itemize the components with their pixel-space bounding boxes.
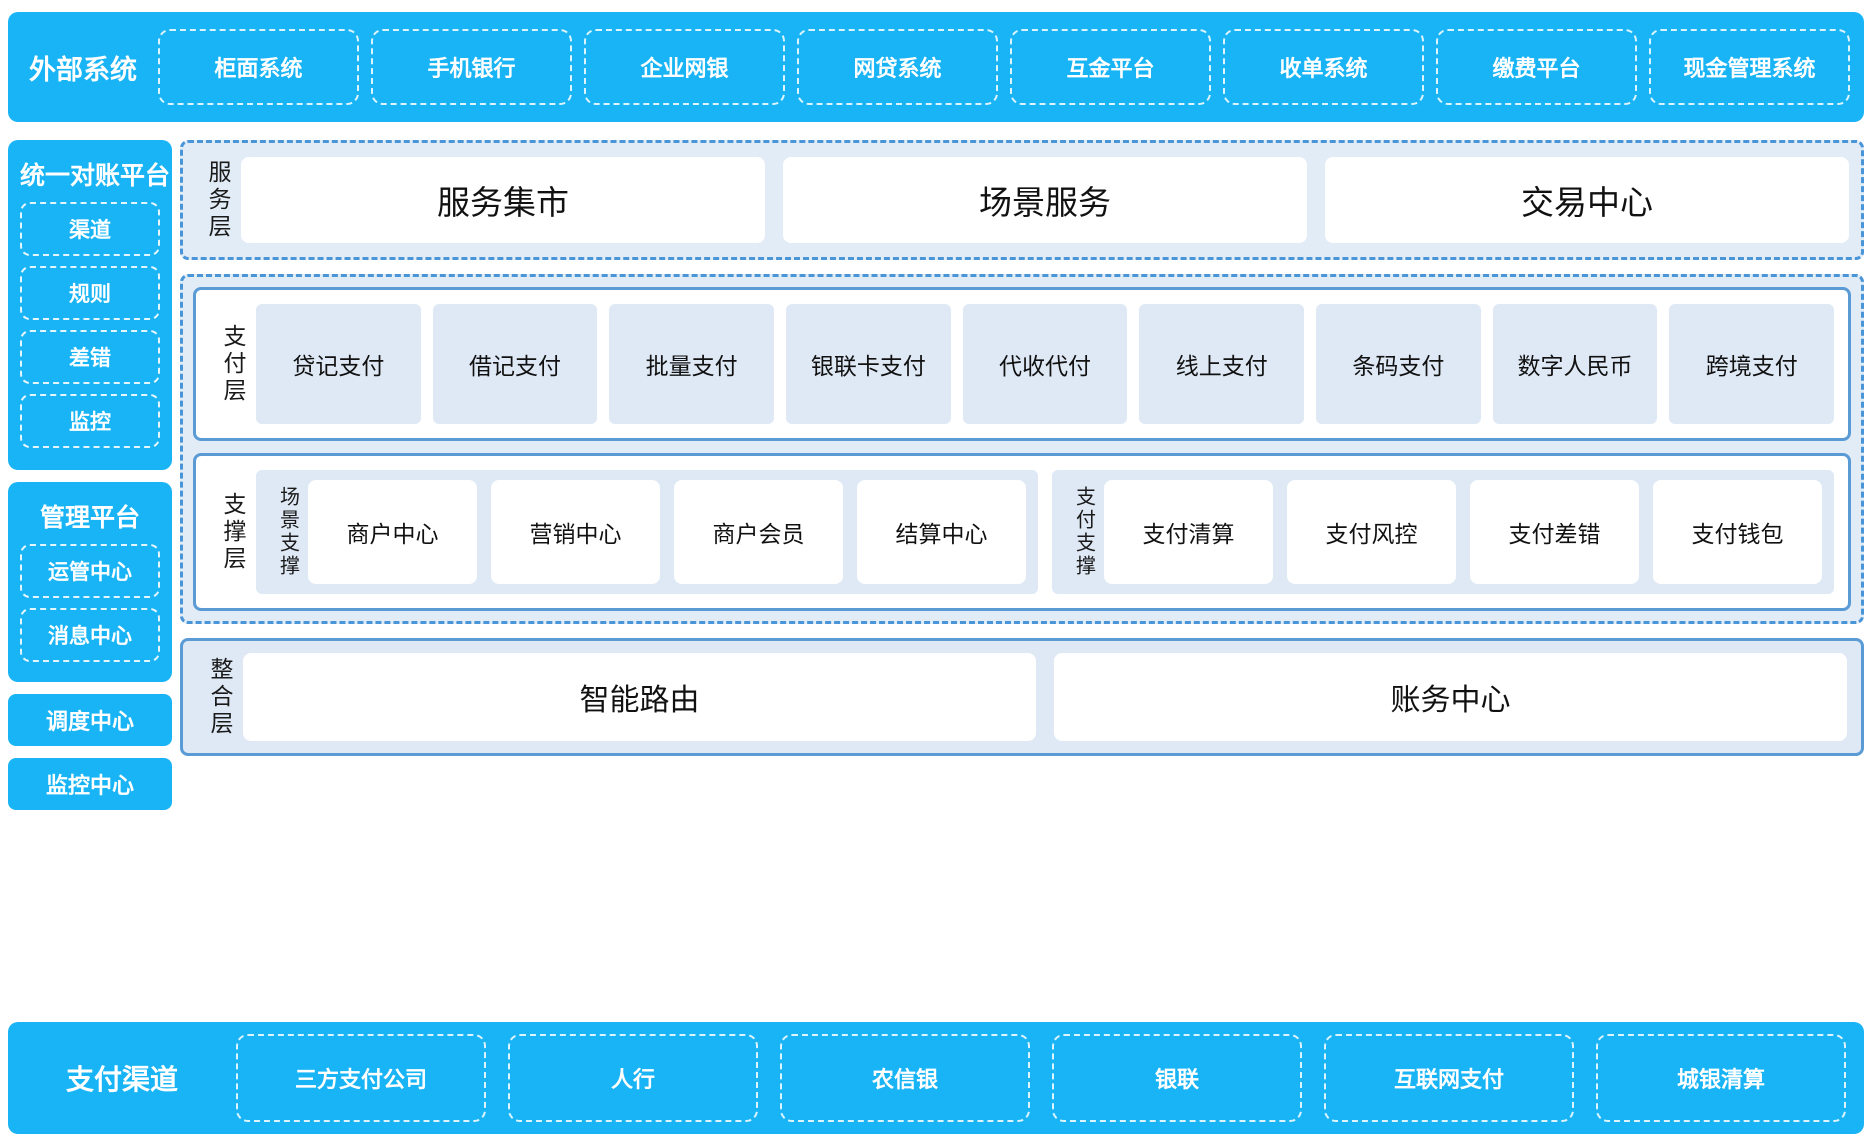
support-group-payment: 支付支撑 支付清算 支付风控 支付差错 支付钱包 bbox=[1052, 470, 1834, 594]
payment-channel-item[interactable]: 城银清算 bbox=[1596, 1034, 1846, 1122]
support-card-payment-wallet[interactable]: 支付钱包 bbox=[1653, 480, 1822, 584]
support-group-scene: 场景支撑 商户中心 营销中心 商户会员 结算中心 bbox=[256, 470, 1038, 594]
management-platform-title: 管理平台 bbox=[39, 504, 140, 532]
scene-support-cards: 商户中心 营销中心 商户会员 结算中心 bbox=[308, 480, 1026, 584]
sidebar-item-monitor[interactable]: 监控 bbox=[20, 394, 160, 448]
payment-card-collection[interactable]: 代收代付 bbox=[962, 304, 1128, 424]
support-card-marketing-center[interactable]: 营销中心 bbox=[491, 480, 660, 584]
sidebar-item-operation-center[interactable]: 运管中心 bbox=[20, 544, 160, 598]
payment-channel-item[interactable]: 三方支付公司 bbox=[236, 1034, 486, 1122]
sidebar-item-message-center[interactable]: 消息中心 bbox=[20, 608, 160, 662]
external-systems-list: 柜面系统 手机银行 企业网银 网贷系统 互金平台 收单系统 缴费平台 现金管理系… bbox=[158, 29, 1850, 105]
payment-channel-item[interactable]: 互联网支付 bbox=[1324, 1034, 1574, 1122]
payment-card-unionpay[interactable]: 银联卡支付 bbox=[786, 304, 951, 424]
support-layer-panel: 支撑层 场景支撑 商户中心 营销中心 商户会员 结算中心 bbox=[193, 453, 1851, 611]
payment-card-barcode[interactable]: 条码支付 bbox=[1316, 304, 1481, 424]
service-layer-label: 服务层 bbox=[205, 159, 231, 241]
support-card-payment-clearing[interactable]: 支付清算 bbox=[1104, 480, 1273, 584]
integration-card-accounting-center[interactable]: 账务中心 bbox=[1054, 653, 1847, 741]
sidebar-panel-management: 管理平台 运管中心 消息中心 bbox=[8, 482, 172, 682]
payment-layer-panel: 支付层 贷记支付 借记支付 批量支付 银联卡支付 代收代付 线上支付 条码支付 … bbox=[193, 287, 1851, 441]
integration-card-smart-routing[interactable]: 智能路由 bbox=[243, 653, 1036, 741]
sidebar-item-channel[interactable]: 渠道 bbox=[20, 202, 160, 256]
external-system-item[interactable]: 现金管理系统 bbox=[1649, 29, 1850, 105]
payment-card-crossborder[interactable]: 跨境支付 bbox=[1669, 304, 1835, 424]
payment-card-online[interactable]: 线上支付 bbox=[1139, 304, 1305, 424]
support-card-merchant-member[interactable]: 商户会员 bbox=[674, 480, 843, 584]
integration-layer-items: 智能路由 账务中心 bbox=[243, 653, 1847, 741]
service-layer-row: 服务层 服务集市 场景服务 交易中心 bbox=[195, 157, 1849, 243]
external-system-item[interactable]: 缴费平台 bbox=[1436, 29, 1637, 105]
payment-channels-bar: 支付渠道 三方支付公司 人行 农信银 银联 互联网支付 城银清算 bbox=[8, 1022, 1864, 1134]
scene-support-label: 场景支撑 bbox=[276, 486, 299, 578]
service-card-transaction[interactable]: 交易中心 bbox=[1325, 157, 1849, 243]
reconciliation-platform-title: 统一对账平台 bbox=[20, 162, 171, 190]
integration-layer-group: 整合层 智能路由 账务中心 bbox=[180, 638, 1864, 756]
external-systems-bar: 外部系统 柜面系统 手机银行 企业网银 网贷系统 互金平台 收单系统 缴费平台 … bbox=[8, 12, 1864, 122]
support-layer-groups: 场景支撑 商户中心 营销中心 商户会员 结算中心 支付支撑 支付清算 bbox=[256, 470, 1834, 594]
external-system-item[interactable]: 网贷系统 bbox=[797, 29, 998, 105]
payment-layer-items: 贷记支付 借记支付 批量支付 银联卡支付 代收代付 线上支付 条码支付 数字人民… bbox=[256, 304, 1835, 424]
integration-layer-label: 整合层 bbox=[207, 656, 233, 738]
payment-card-digital-rmb[interactable]: 数字人民币 bbox=[1492, 304, 1658, 424]
support-card-merchant-center[interactable]: 商户中心 bbox=[308, 480, 477, 584]
payment-support-cards: 支付清算 支付风控 支付差错 支付钱包 bbox=[1104, 480, 1822, 584]
support-layer-label: 支撑层 bbox=[220, 491, 246, 573]
external-system-item[interactable]: 企业网银 bbox=[584, 29, 785, 105]
external-system-item[interactable]: 互金平台 bbox=[1010, 29, 1211, 105]
sidebar-item-rule[interactable]: 规则 bbox=[20, 266, 160, 320]
payment-card-credit[interactable]: 贷记支付 bbox=[256, 304, 421, 424]
main-layers: 服务层 服务集市 场景服务 交易中心 支付层 贷记支付 借记支付 批量支付 bbox=[180, 140, 1864, 756]
external-system-item[interactable]: 收单系统 bbox=[1223, 29, 1424, 105]
payment-layer-row: 支付层 贷记支付 借记支付 批量支付 银联卡支付 代收代付 线上支付 条码支付 … bbox=[210, 304, 1835, 424]
support-card-payment-error[interactable]: 支付差错 bbox=[1470, 480, 1639, 584]
support-layer-row: 支撑层 场景支撑 商户中心 营销中心 商户会员 结算中心 bbox=[210, 470, 1834, 594]
support-card-settlement-center[interactable]: 结算中心 bbox=[857, 480, 1026, 584]
payment-layer-label: 支付层 bbox=[220, 323, 246, 405]
external-system-item[interactable]: 手机银行 bbox=[371, 29, 572, 105]
payment-channel-item[interactable]: 人行 bbox=[508, 1034, 758, 1122]
payment-channels-list: 三方支付公司 人行 农信银 银联 互联网支付 城银清算 bbox=[236, 1034, 1846, 1122]
sidebar-panel-reconciliation: 统一对账平台 渠道 规则 差错 监控 bbox=[8, 140, 172, 470]
sidebar-item-error[interactable]: 差错 bbox=[20, 330, 160, 384]
payment-channel-item[interactable]: 农信银 bbox=[780, 1034, 1030, 1122]
service-layer-group: 服务层 服务集市 场景服务 交易中心 bbox=[180, 140, 1864, 260]
support-card-payment-risk[interactable]: 支付风控 bbox=[1287, 480, 1456, 584]
payment-card-batch[interactable]: 批量支付 bbox=[609, 304, 775, 424]
service-layer-items: 服务集市 场景服务 交易中心 bbox=[241, 157, 1849, 243]
sidebar: 统一对账平台 渠道 规则 差错 监控 管理平台 运管中心 消息中心 调度中心 监… bbox=[8, 140, 172, 822]
integration-layer-row: 整合层 智能路由 账务中心 bbox=[197, 653, 1847, 741]
payment-support-group: 支付层 贷记支付 借记支付 批量支付 银联卡支付 代收代付 线上支付 条码支付 … bbox=[180, 274, 1864, 624]
external-systems-title: 外部系统 bbox=[29, 54, 137, 85]
sidebar-item-scheduling-center[interactable]: 调度中心 bbox=[8, 694, 172, 746]
external-system-item[interactable]: 柜面系统 bbox=[158, 29, 359, 105]
service-card-scene[interactable]: 场景服务 bbox=[783, 157, 1307, 243]
payment-support-label: 支付支撑 bbox=[1072, 486, 1095, 578]
payment-channel-item[interactable]: 银联 bbox=[1052, 1034, 1302, 1122]
service-card-market[interactable]: 服务集市 bbox=[241, 157, 765, 243]
payment-card-debit[interactable]: 借记支付 bbox=[432, 304, 598, 424]
sidebar-item-monitoring-center[interactable]: 监控中心 bbox=[8, 758, 172, 810]
payment-channels-title: 支付渠道 bbox=[65, 1064, 178, 1095]
